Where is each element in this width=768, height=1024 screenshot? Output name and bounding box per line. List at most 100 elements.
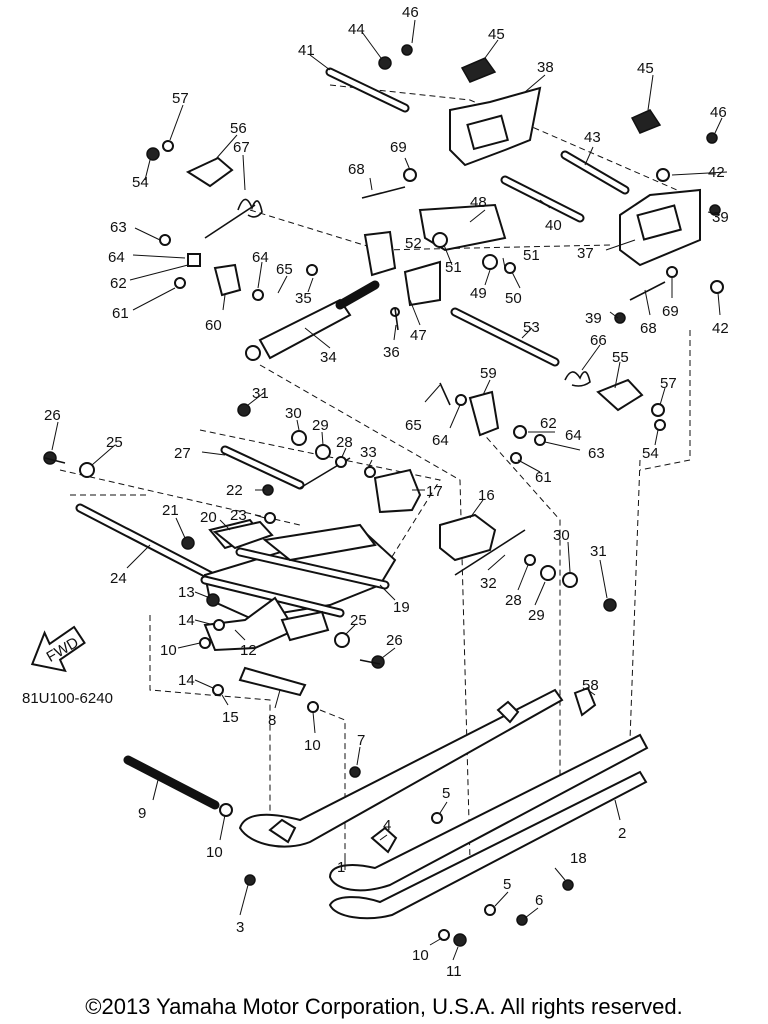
callout-51b: 51 xyxy=(445,259,462,276)
callout-67: 67 xyxy=(233,139,250,156)
callout-59: 59 xyxy=(480,365,497,382)
callout-47: 47 xyxy=(410,327,427,344)
callout-61a: 61 xyxy=(112,305,129,322)
callout-25a: 25 xyxy=(106,434,123,451)
callout-55: 55 xyxy=(612,349,629,366)
callout-42b: 42 xyxy=(712,320,729,337)
drawing-code: 81U100-6240 xyxy=(22,690,113,707)
callout-29a: 29 xyxy=(312,417,329,434)
callout-69a: 69 xyxy=(390,139,407,156)
callout-17: 17 xyxy=(426,483,443,500)
callout-10c: 10 xyxy=(206,844,223,861)
callout-10a: 10 xyxy=(160,642,177,659)
leader-lines xyxy=(51,19,728,961)
callout-15: 15 xyxy=(222,709,239,726)
callout-64d: 64 xyxy=(565,427,582,444)
callout-31a: 31 xyxy=(252,385,269,402)
callout-26b: 26 xyxy=(386,632,403,649)
callout-14b: 14 xyxy=(178,672,195,689)
callout-44: 44 xyxy=(348,21,365,38)
callout-41: 41 xyxy=(298,42,315,59)
callout-57a: 57 xyxy=(172,90,189,107)
callout-37: 37 xyxy=(577,245,594,262)
callout-57b: 57 xyxy=(660,375,677,392)
callout-23: 23 xyxy=(230,507,247,524)
callout-54a: 54 xyxy=(132,174,149,191)
callout-43: 43 xyxy=(584,129,601,146)
callout-30b: 30 xyxy=(553,527,570,544)
callout-46a: 46 xyxy=(402,4,419,21)
callout-28a: 28 xyxy=(336,434,353,451)
callout-61b: 61 xyxy=(535,469,552,486)
callout-5a: 5 xyxy=(442,785,450,802)
shock-absorber xyxy=(245,280,380,361)
callout-64b: 64 xyxy=(252,249,269,266)
callout-39a: 39 xyxy=(712,209,729,226)
callout-53: 53 xyxy=(523,319,540,336)
callout-4: 4 xyxy=(383,817,391,834)
callout-62b: 62 xyxy=(540,415,557,432)
callout-28b: 28 xyxy=(505,592,522,609)
callout-27: 27 xyxy=(174,445,191,462)
callout-63a: 63 xyxy=(110,219,127,236)
callout-65a: 65 xyxy=(276,261,293,278)
callout-52: 52 xyxy=(405,235,422,252)
callout-30a: 30 xyxy=(285,405,302,422)
callout-63b: 63 xyxy=(588,445,605,462)
callout-13: 13 xyxy=(178,584,195,601)
callout-20: 20 xyxy=(200,509,217,526)
callout-31b: 31 xyxy=(590,543,607,560)
callout-51a: 51 xyxy=(523,247,540,264)
callout-54b: 54 xyxy=(642,445,659,462)
callout-19: 19 xyxy=(393,599,410,616)
callout-29b: 29 xyxy=(528,607,545,624)
assembly-guide-lines xyxy=(59,84,701,861)
callout-60: 60 xyxy=(205,317,222,334)
callout-25b: 25 xyxy=(350,612,367,629)
callout-12: 12 xyxy=(240,642,257,659)
callout-14a: 14 xyxy=(178,612,195,629)
callout-68a: 68 xyxy=(348,161,365,178)
callout-40: 40 xyxy=(545,217,562,234)
callout-16: 16 xyxy=(478,487,495,504)
callout-65b: 65 xyxy=(405,417,422,434)
callout-69b: 69 xyxy=(662,303,679,320)
fwd-arrow-icon: FWD xyxy=(30,625,86,673)
callout-48: 48 xyxy=(470,194,487,211)
slide-rails xyxy=(238,686,649,920)
callout-64c: 64 xyxy=(432,432,449,449)
callout-26a: 26 xyxy=(44,407,61,424)
springs xyxy=(237,198,591,387)
suspension-frame xyxy=(200,518,397,697)
callout-58: 58 xyxy=(582,677,599,694)
callout-34: 34 xyxy=(320,349,337,366)
callout-42a: 42 xyxy=(708,164,725,181)
hardware xyxy=(43,44,724,947)
callout-7: 7 xyxy=(357,732,365,749)
callout-46b: 46 xyxy=(710,104,727,121)
callout-36: 36 xyxy=(383,344,400,361)
callout-32: 32 xyxy=(480,575,497,592)
callout-35: 35 xyxy=(295,290,312,307)
callout-3: 3 xyxy=(236,919,244,936)
callout-9: 9 xyxy=(138,805,146,822)
callout-18: 18 xyxy=(570,850,587,867)
copyright-notice: ©2013 Yamaha Motor Corporation, U.S.A. A… xyxy=(85,994,683,1019)
exploded-parts-diagram: FWD xyxy=(22,4,729,980)
callout-labels: 1 2 3 4 5 5 6 7 8 9 10 10 10 10 11 12 13… xyxy=(44,4,729,980)
callout-11: 11 xyxy=(446,963,462,980)
callout-50: 50 xyxy=(505,290,522,307)
callout-33: 33 xyxy=(360,444,377,461)
callout-56: 56 xyxy=(230,120,247,137)
callout-21: 21 xyxy=(162,502,179,519)
callout-2: 2 xyxy=(618,825,626,842)
callout-5b: 5 xyxy=(503,876,511,893)
callout-6: 6 xyxy=(535,892,543,909)
callout-10b: 10 xyxy=(304,737,321,754)
callout-45b: 45 xyxy=(637,60,654,77)
callout-45a: 45 xyxy=(488,26,505,43)
callout-62a: 62 xyxy=(110,275,127,292)
callout-10d: 10 xyxy=(412,947,429,964)
callout-8: 8 xyxy=(268,712,276,729)
callout-38: 38 xyxy=(537,59,554,76)
